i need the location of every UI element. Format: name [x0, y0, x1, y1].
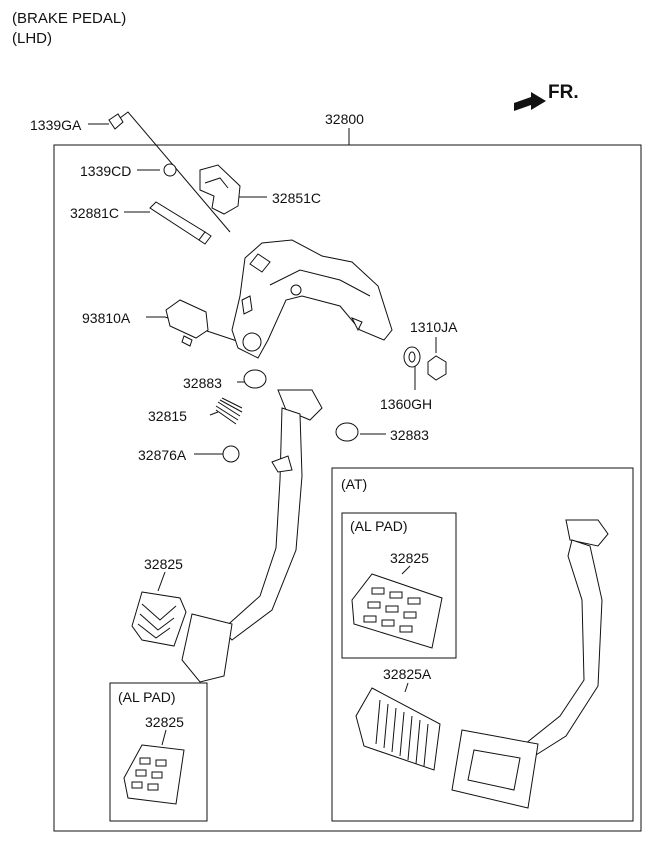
label-32876a: 32876A	[138, 447, 187, 463]
label-32825-mt: 32825	[145, 714, 184, 730]
brake-pedal-arm-mt	[221, 389, 323, 641]
pedal-pad-32825a	[355, 687, 441, 771]
label-1360gh: 1360GH	[380, 396, 433, 412]
fr-arrow-icon	[514, 92, 546, 111]
label-32883-upper: 32883	[183, 375, 222, 391]
bracket-32851c	[199, 164, 241, 215]
spring-32815	[215, 397, 243, 425]
assembly-box	[53, 144, 642, 832]
at-box	[331, 467, 634, 822]
al-pad-at-box	[341, 512, 457, 659]
al-pad-mt	[123, 744, 185, 805]
pin-32876a	[222, 445, 240, 463]
label-1310ja: 1310JA	[410, 319, 458, 335]
label-at: (AT)	[341, 476, 368, 492]
label-al-pad-mt: (AL PAD)	[118, 689, 176, 705]
label-1339cd: 1339CD	[80, 163, 132, 179]
label-32825-main: 32825	[144, 556, 183, 572]
label-32851c: 32851C	[272, 190, 322, 206]
brake-pad-mt	[181, 613, 233, 683]
label-32825a: 32825A	[383, 666, 432, 682]
bushing-32883-lower	[335, 422, 359, 442]
label-32825-at: 32825	[390, 550, 429, 566]
brake-pad-at	[451, 729, 539, 809]
label-32881c: 32881C	[70, 205, 120, 221]
pedal-bracket-body	[231, 239, 393, 359]
al-pad-mt-box	[109, 682, 208, 822]
nut-1310ja	[427, 355, 447, 381]
label-32815: 32815	[148, 408, 187, 424]
al-pad-at	[351, 573, 443, 649]
switch-93810a	[165, 299, 209, 347]
front-direction-label: FR.	[548, 82, 579, 103]
nut-1339cd	[163, 163, 177, 177]
label-93810a: 93810A	[82, 310, 131, 326]
bushing-32883-upper	[243, 369, 267, 389]
label-32800: 32800	[325, 111, 364, 127]
diagram-subtitle: (LHD)	[12, 30, 52, 47]
brake-pedal-arm-at	[519, 519, 609, 761]
pin-32881c	[149, 201, 212, 245]
label-al-pad-at: (AL PAD)	[350, 518, 408, 534]
clip-1339ga	[108, 113, 124, 130]
label-32883-lower: 32883	[390, 427, 429, 443]
label-1339ga: 1339GA	[30, 117, 82, 133]
diagram-title: (BRAKE PEDAL)	[12, 10, 127, 27]
pedal-pad-32825	[131, 591, 187, 647]
